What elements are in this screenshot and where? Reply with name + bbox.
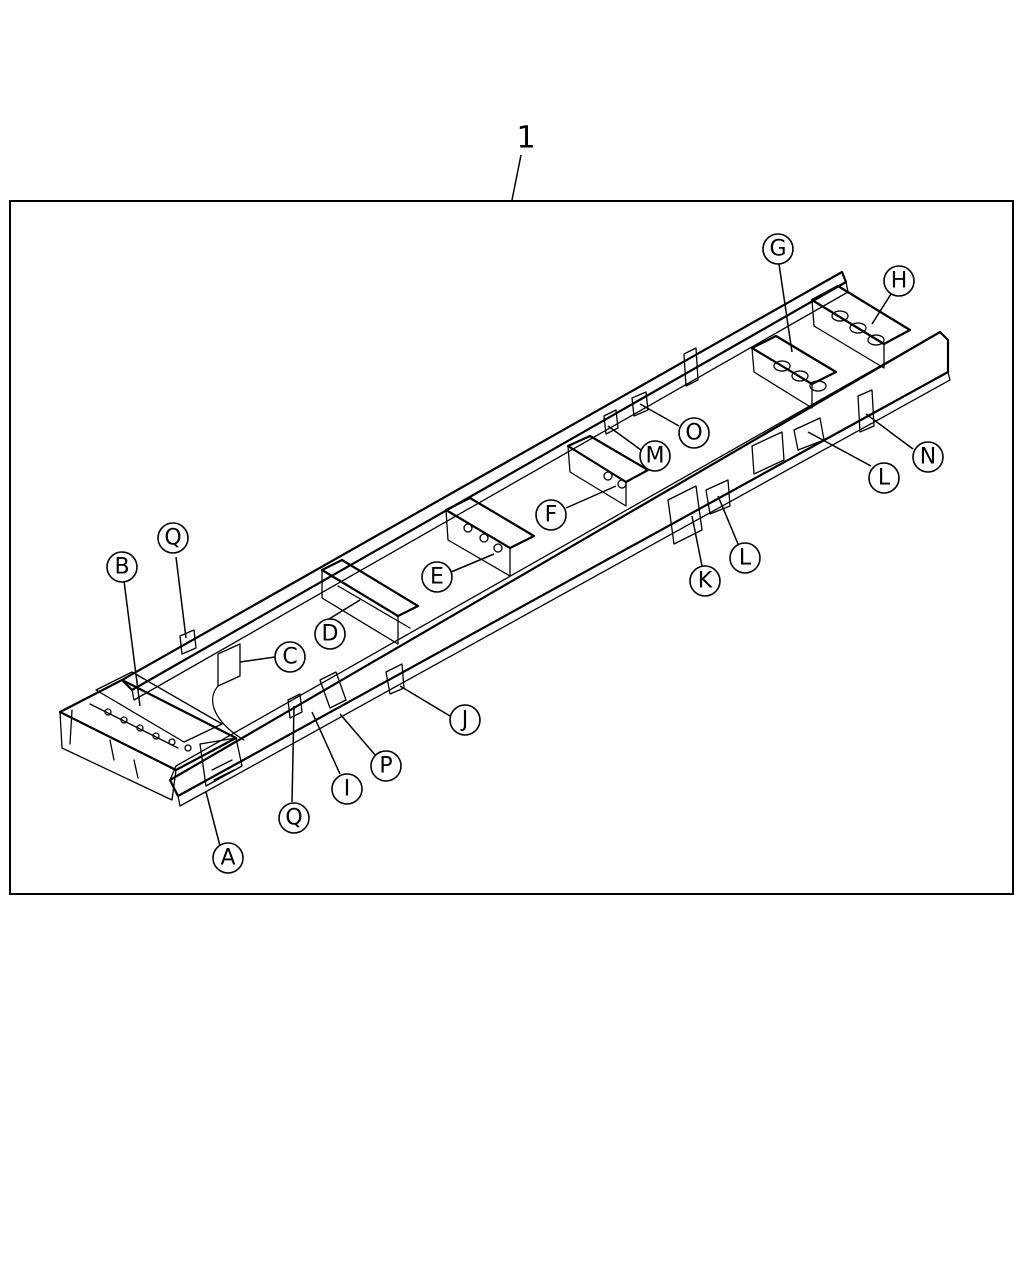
callout-i: I — [331, 773, 363, 805]
callout-j: J — [449, 704, 481, 736]
callout-d: D — [314, 618, 346, 650]
callout-g-label: G — [769, 237, 786, 262]
leader-l2 — [807, 431, 872, 467]
callout-f: F — [535, 499, 567, 531]
ladder-frame-drawing — [58, 270, 951, 807]
callout-f-label: F — [545, 503, 558, 528]
callout-m-label: M — [646, 444, 665, 469]
crossmember-e — [444, 496, 536, 550]
leader-lines — [123, 263, 914, 847]
callout-q-lower: Q — [278, 802, 310, 834]
callout-l-lower-label: L — [739, 546, 752, 571]
leader-g — [778, 263, 793, 353]
callout-k-label: K — [698, 569, 713, 594]
callout-c-label: C — [282, 645, 297, 670]
callout-k: K — [689, 565, 721, 597]
callout-i-label: I — [344, 777, 351, 802]
callout-d-label: D — [322, 622, 339, 647]
callout-e: E — [421, 561, 453, 593]
callout-l-lower: L — [729, 542, 761, 574]
leader-n — [865, 413, 914, 450]
callout-e-label: E — [430, 565, 444, 590]
leader-m — [607, 425, 642, 451]
leader-q2 — [291, 705, 295, 803]
callout-l-upper: L — [868, 462, 900, 494]
leader-h — [871, 293, 892, 325]
leader-f — [565, 485, 617, 509]
callout-o: O — [678, 417, 710, 449]
leader-b — [123, 580, 141, 707]
callout-l-upper-label: L — [878, 466, 891, 491]
assembly-leader — [511, 154, 522, 201]
assembly-number: 1 — [516, 121, 535, 156]
leader-e — [450, 553, 495, 573]
callout-a: A — [212, 842, 244, 874]
callout-p: P — [370, 750, 402, 782]
leader-i — [311, 711, 341, 775]
leader-a — [205, 791, 221, 847]
crossmember-g — [750, 334, 838, 386]
illustration-border — [9, 200, 1014, 895]
callout-o-label: O — [685, 421, 702, 446]
crossmember-f — [566, 434, 650, 484]
callout-q-upper: Q — [157, 522, 189, 554]
leader-l1 — [717, 495, 739, 545]
callout-b-label: B — [114, 555, 129, 580]
callout-j-label: J — [460, 708, 469, 733]
callout-h-label: H — [891, 269, 908, 294]
near-side-rail — [168, 330, 950, 798]
rear-crossmember-h — [810, 284, 912, 346]
callout-h: H — [883, 265, 915, 297]
callout-c: C — [274, 641, 306, 673]
crossmember-d — [320, 558, 420, 618]
callout-q-lower-label: Q — [285, 806, 302, 831]
callout-n: N — [912, 441, 944, 473]
leader-j — [399, 685, 451, 717]
callout-m: M — [639, 440, 671, 472]
callout-q-upper-label: Q — [164, 526, 181, 551]
leader-c — [239, 656, 276, 663]
leader-q1 — [175, 556, 187, 639]
callout-n-label: N — [920, 445, 936, 470]
leader-p — [339, 713, 377, 757]
callout-p-label: P — [379, 754, 392, 779]
callout-b: B — [106, 551, 138, 583]
leader-o — [639, 403, 680, 427]
callout-g: G — [762, 233, 794, 265]
leader-k — [691, 515, 703, 567]
callout-a-label: A — [220, 846, 235, 871]
